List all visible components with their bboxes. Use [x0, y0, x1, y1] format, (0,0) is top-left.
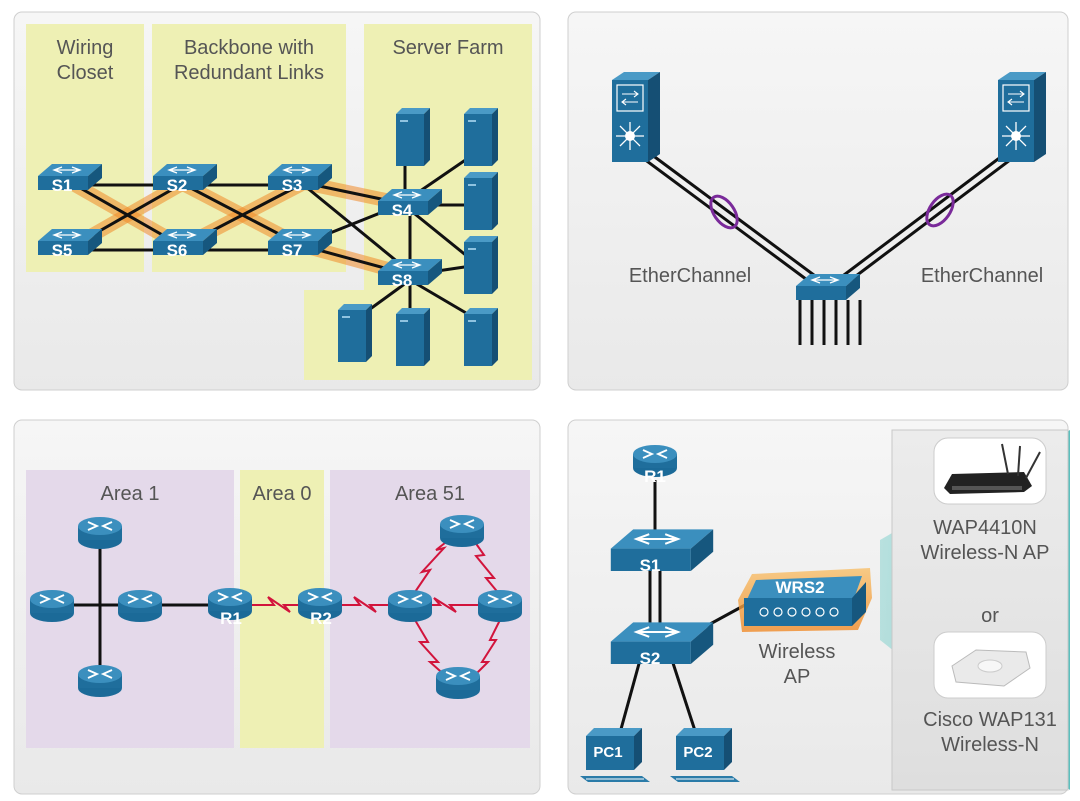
switch-s3: S3: [282, 176, 303, 195]
wireless-router-wrs2: [738, 568, 872, 632]
switch-s1: S1: [52, 176, 73, 195]
or-label: or: [981, 605, 999, 627]
etherchannel-bundle-icon: [925, 192, 955, 228]
switch-s5: S5: [52, 241, 73, 260]
switch-s8: S8: [392, 271, 413, 290]
etherchannel-bundle-icon: [709, 194, 739, 230]
wap4410n-image: [933, 437, 1047, 505]
router-r1-wireless: R1: [644, 467, 666, 486]
etherchannel-label-right: EtherChannel: [921, 265, 1043, 287]
pc2-label: PC2: [683, 744, 712, 761]
switch-s4: S4: [392, 201, 413, 220]
switch-s7: S7: [282, 241, 303, 260]
panel-etherchannel: EtherChannel EtherChannel: [567, 11, 1069, 391]
switch-s2: S2: [167, 176, 188, 195]
switch-s1-wireless: S1: [640, 556, 661, 575]
router-r2: R2: [310, 609, 332, 628]
zone-label-server-farm: Server Farm: [392, 37, 503, 59]
area-label-1: Area 1: [101, 483, 160, 505]
wrs2-label: WRS2: [775, 578, 824, 597]
wap131-image: [933, 631, 1047, 699]
pc1-label: PC1: [593, 744, 622, 761]
area-label-0: Area 0: [253, 483, 312, 505]
router-r1: R1: [220, 609, 242, 628]
etherchannel-label-left: EtherChannel: [629, 265, 751, 287]
panel-ospf-areas: Area 1 Area 0 Area 51 R1 R2: [13, 419, 541, 795]
area-label-51: Area 51: [395, 483, 465, 505]
switch-s6: S6: [167, 241, 188, 260]
switch-s2-wireless: S2: [640, 649, 661, 668]
